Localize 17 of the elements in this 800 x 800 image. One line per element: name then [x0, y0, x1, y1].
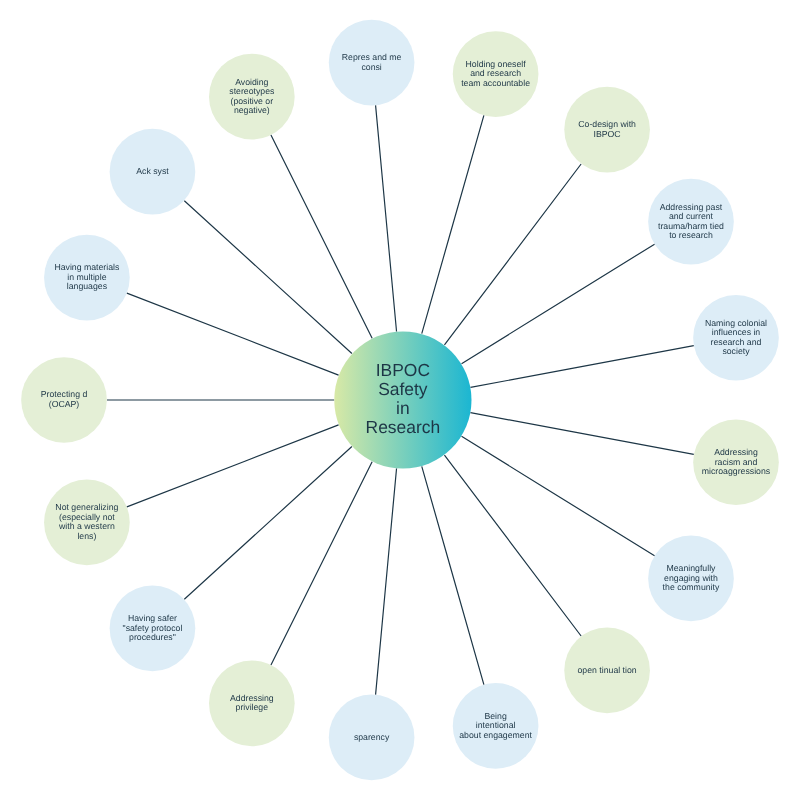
connector	[126, 424, 340, 508]
connector	[126, 292, 340, 376]
connector	[421, 114, 485, 335]
connector	[469, 345, 695, 388]
connector	[183, 445, 353, 600]
connector	[421, 465, 485, 686]
connector	[183, 200, 353, 355]
connector	[460, 243, 656, 365]
node-circle: IBPOC Safety in Research	[334, 331, 472, 469]
connector	[469, 412, 695, 455]
connector	[375, 467, 398, 696]
connector	[375, 104, 398, 333]
connector	[443, 454, 582, 637]
connector	[270, 134, 373, 339]
connector	[270, 461, 373, 666]
connector	[460, 435, 656, 557]
connector	[443, 163, 582, 346]
